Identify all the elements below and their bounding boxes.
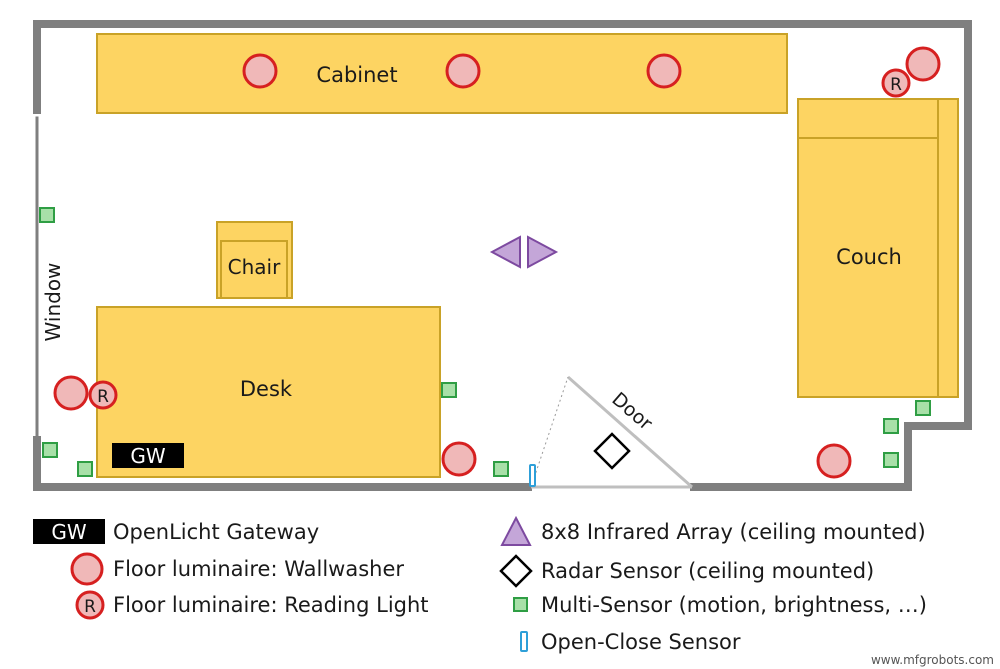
legend-item-reading-light: R Floor luminaire: Reading Light xyxy=(75,590,429,620)
cabinet xyxy=(96,33,788,114)
infrared-legend-icon xyxy=(500,515,532,546)
legend-item-gateway: GW OpenLicht Gateway xyxy=(33,519,319,544)
wallwasher-luminaire xyxy=(905,46,941,82)
gateway-badge-bg xyxy=(112,443,184,468)
legend-label-wallwasher: Floor luminaire: Wallwasher xyxy=(113,557,404,581)
wallwasher-luminaire xyxy=(646,53,682,89)
walls xyxy=(33,20,972,491)
door: Door xyxy=(530,375,693,489)
reading-light-marker: R xyxy=(890,75,902,95)
multi-sensor xyxy=(915,400,931,416)
reading-light-legend-icon xyxy=(75,590,105,620)
wallwasher-luminaire xyxy=(816,443,852,479)
legend-label-infrared: 8x8 Infrared Array (ceiling mounted) xyxy=(541,520,926,544)
legend-label-multi-sensor: Multi-Sensor (motion, brightness, …) xyxy=(541,593,927,617)
wall-top-and-right xyxy=(33,20,972,491)
couch-label: Couch xyxy=(836,245,902,269)
door-leaf xyxy=(567,375,693,489)
legend-item-infrared: 8x8 Infrared Array (ceiling mounted) xyxy=(500,515,926,546)
multi-sensor xyxy=(441,382,457,398)
reading-light-circle xyxy=(88,380,118,410)
couch-body xyxy=(797,98,959,398)
reading-light-marker: R xyxy=(97,387,109,407)
door-swing-arc xyxy=(530,376,569,488)
legend-label-open-close: Open-Close Sensor xyxy=(541,630,741,654)
multi-sensor xyxy=(42,442,58,458)
multi-sensor xyxy=(77,461,93,477)
infrared-array-left xyxy=(489,235,521,269)
legend-item-wallwasher: Floor luminaire: Wallwasher xyxy=(70,552,404,586)
chair-seat xyxy=(220,240,288,299)
door-label: Door xyxy=(607,388,656,435)
wall-bottom-left xyxy=(33,436,532,491)
legend-item-open-close: Open-Close Sensor xyxy=(520,630,741,654)
open-close-sensor xyxy=(529,464,536,487)
chair-label: Chair xyxy=(228,255,281,279)
legend: GW OpenLicht Gateway Floor luminaire: Wa… xyxy=(33,515,927,654)
multi-sensor-legend-icon xyxy=(513,597,528,612)
multi-sensor xyxy=(883,418,899,434)
radar-legend-icon xyxy=(499,554,533,588)
reading-light: R xyxy=(88,380,118,410)
gateway-badge-text: GW xyxy=(130,444,165,468)
legend-item-radar: Radar Sensor (ceiling mounted) xyxy=(499,554,874,588)
reading-light: R xyxy=(881,68,911,98)
wallwasher-luminaire xyxy=(445,53,481,89)
open-close-legend-icon xyxy=(520,631,528,652)
legend-label-reading-light: Floor luminaire: Reading Light xyxy=(113,593,429,617)
window-label: Window xyxy=(41,263,65,342)
multi-sensor xyxy=(493,461,509,477)
infrared-array xyxy=(489,235,559,269)
gateway-legend-badge: GW xyxy=(51,520,86,544)
radar-sensor xyxy=(593,432,631,470)
gateway-legend-icon xyxy=(33,519,105,544)
gateway-badge: GW xyxy=(112,443,184,468)
reading-light-circle xyxy=(881,68,911,98)
multi-sensor xyxy=(883,452,899,468)
furniture xyxy=(96,33,959,478)
watermark: www.mfgrobots.com xyxy=(871,653,994,667)
wallwasher-luminaire xyxy=(242,53,278,89)
wallwasher-luminaires xyxy=(53,46,941,479)
infrared-array-right xyxy=(527,235,559,269)
legend-label-gateway: OpenLicht Gateway xyxy=(113,520,319,544)
legend-label-radar: Radar Sensor (ceiling mounted) xyxy=(541,559,874,583)
wallwasher-legend-icon xyxy=(70,552,104,586)
cabinet-label: Cabinet xyxy=(316,63,397,87)
multi-sensors xyxy=(39,207,931,477)
multi-sensor xyxy=(39,207,55,223)
wallwasher-luminaire xyxy=(441,441,477,477)
desk-label: Desk xyxy=(240,377,293,401)
legend-item-multi-sensor: Multi-Sensor (motion, brightness, …) xyxy=(513,593,927,617)
reading-light-legend-marker: R xyxy=(84,597,96,617)
wallwasher-luminaire xyxy=(53,375,89,411)
